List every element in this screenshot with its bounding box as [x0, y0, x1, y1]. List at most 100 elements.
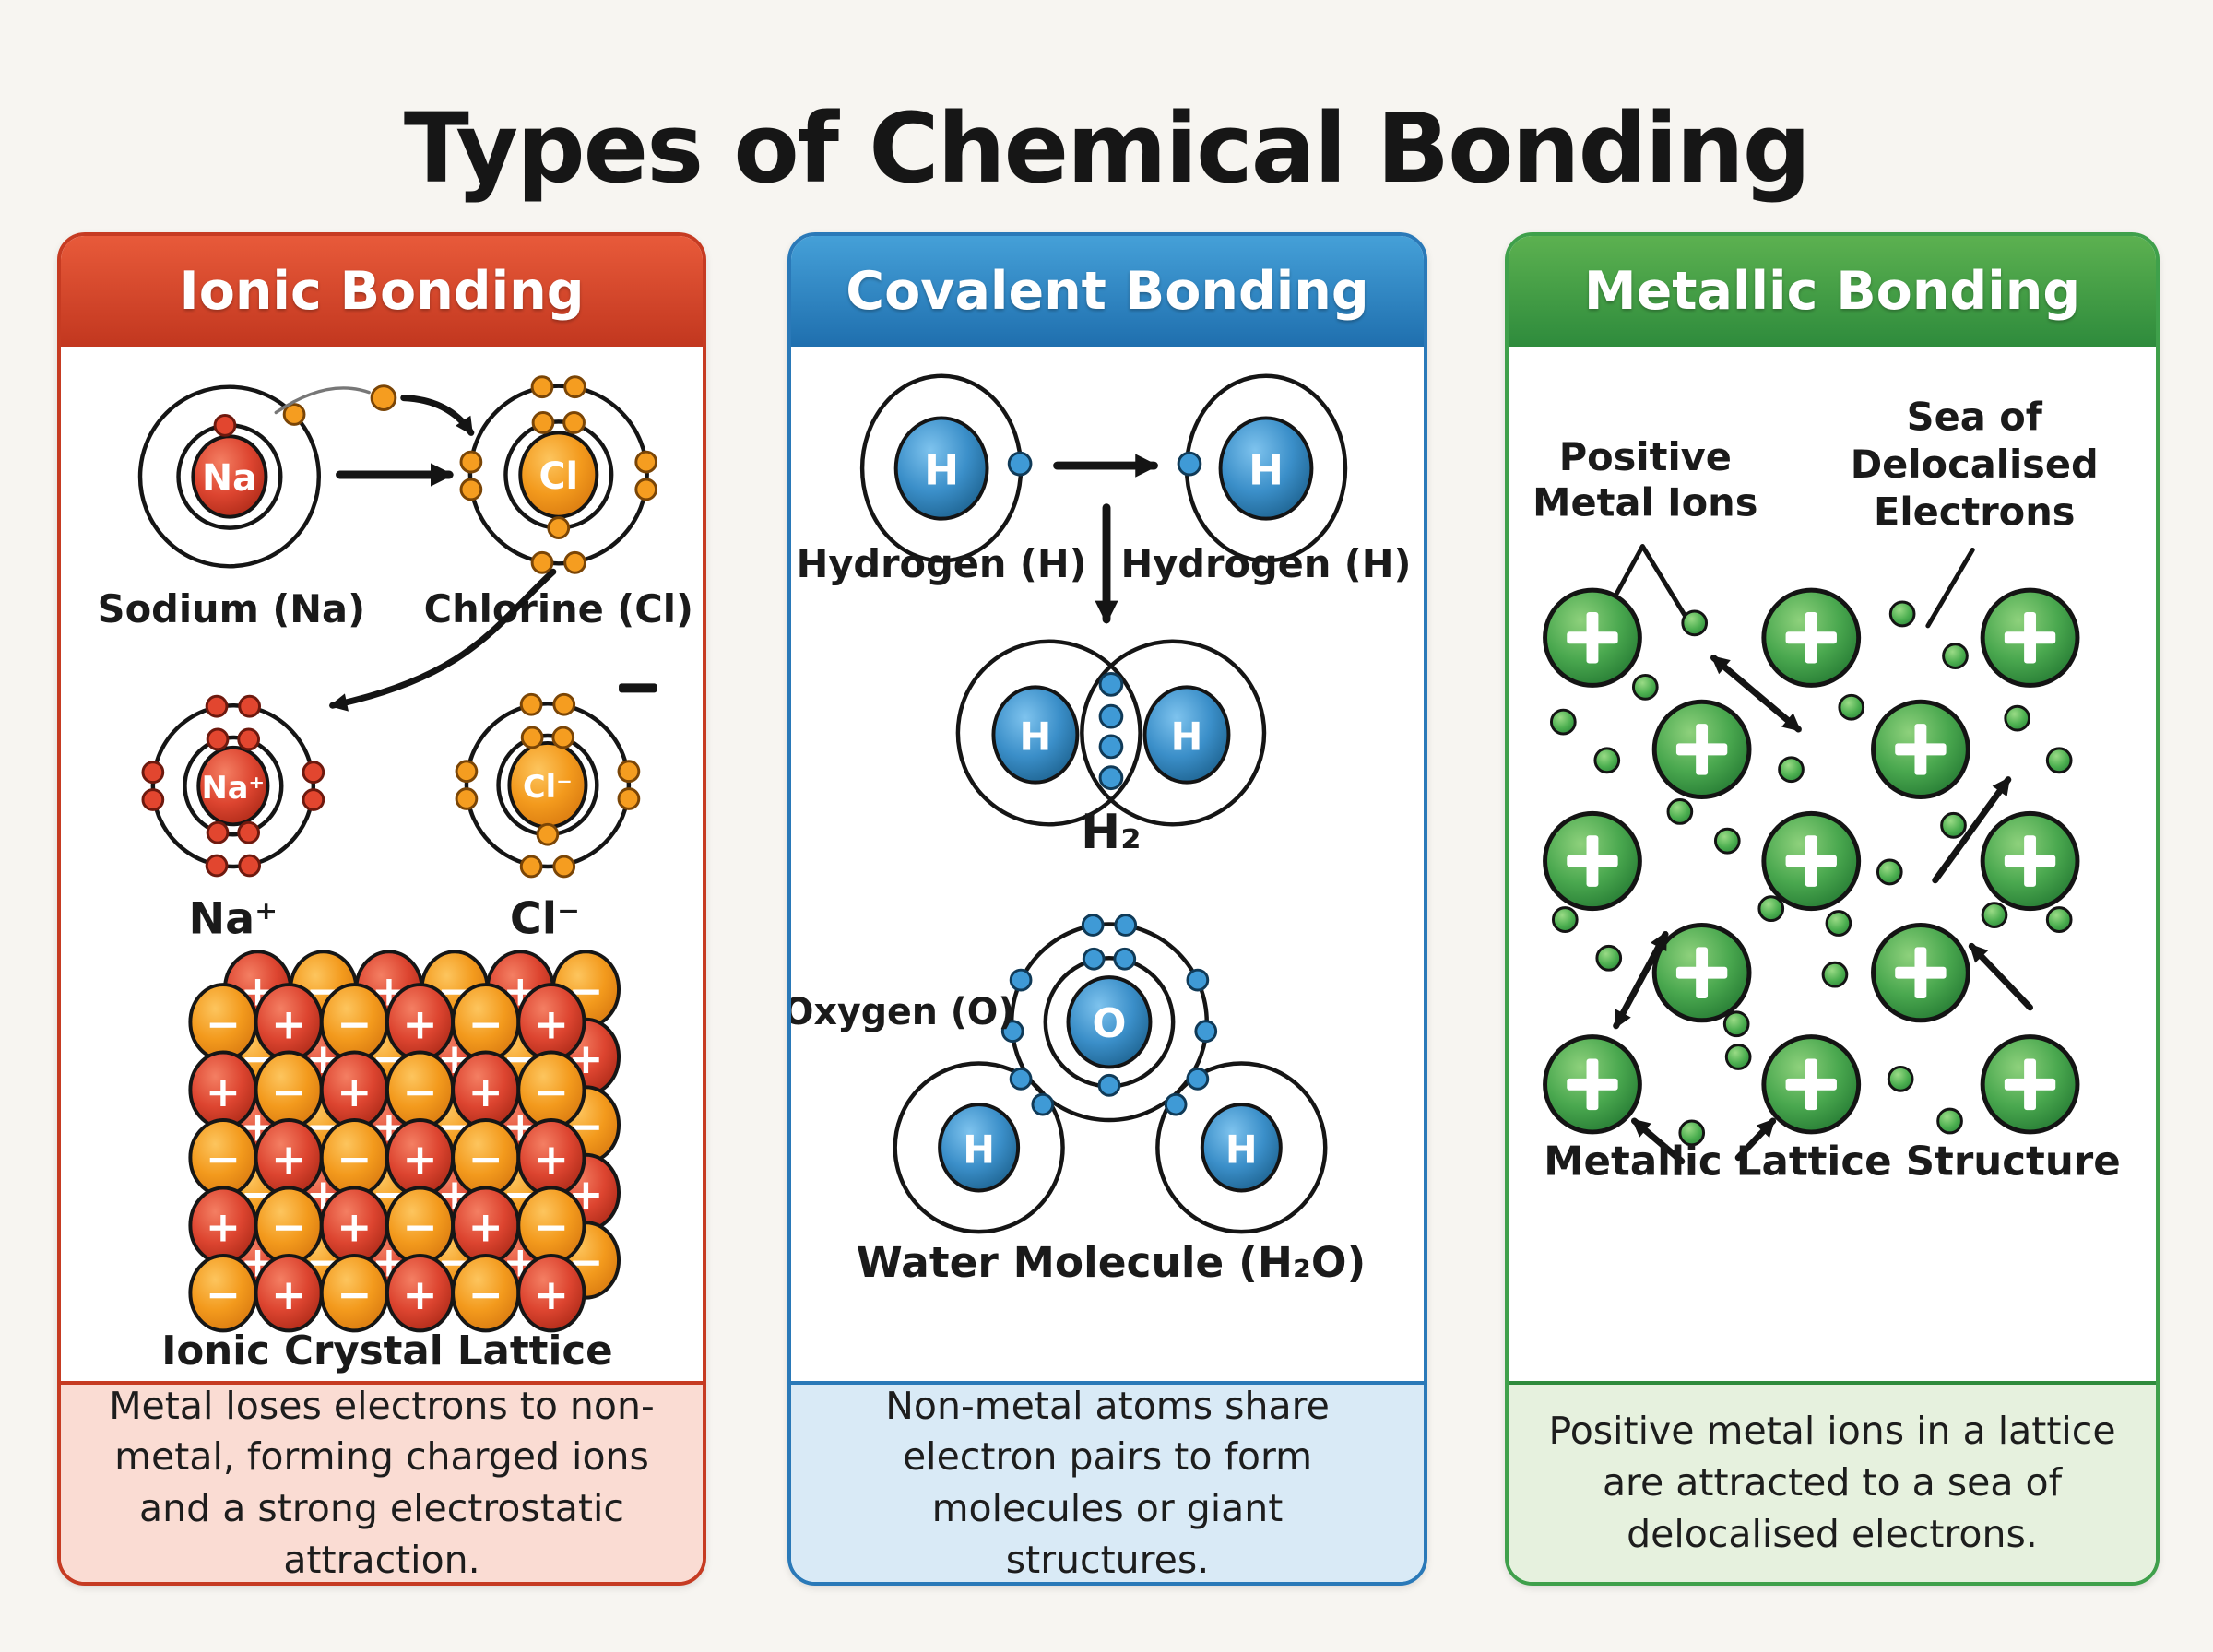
svg-text:−: − — [468, 1270, 503, 1319]
svg-text:−: − — [206, 1135, 241, 1184]
svg-text:+: + — [206, 1203, 241, 1252]
svg-text:Cl⁻: Cl⁻ — [523, 769, 573, 805]
svg-text:+: + — [337, 1203, 372, 1252]
sodium-ion-nucleus: Na⁺ — [196, 745, 270, 827]
h2-label: H₂ — [1081, 805, 1142, 860]
sea-label-line3: Electrons — [1874, 490, 2076, 535]
svg-text:Cl: Cl — [539, 455, 579, 498]
chloride-ion-electron — [551, 726, 575, 749]
sodium-ion-label: Na⁺ — [188, 893, 278, 944]
sodium-nucleus: Na — [191, 434, 268, 519]
svg-text:Metallic Lattice Structure: Metallic Lattice Structure — [1544, 1139, 2120, 1186]
water-label: Water Molecule (H₂O) — [857, 1238, 1367, 1287]
oxygen-electron — [1186, 968, 1210, 992]
shared-pair-electron — [1031, 1092, 1055, 1116]
svg-text:−: − — [534, 1203, 569, 1252]
svg-text:+: + — [534, 999, 569, 1048]
panel-metallic-footer: Positive metal ions in a lattice are att… — [1509, 1381, 2156, 1582]
chloride-ion-electron — [519, 692, 543, 716]
chlorine-label: Chlorine (Cl) — [424, 586, 693, 631]
svg-text:Electrons: Electrons — [1874, 490, 2076, 535]
svg-text:Oxygen (O): Oxygen (O) — [791, 991, 1014, 1033]
panel-metallic-title: Metallic Bonding — [1583, 261, 2081, 322]
sodium-ion-electron — [205, 694, 229, 718]
electron-trail — [274, 386, 371, 415]
h2-right-nucleus: H — [1142, 685, 1231, 785]
oxygen-electron — [1082, 947, 1106, 971]
positive-ions-pointer — [1614, 543, 1687, 618]
svg-text:−: − — [337, 1270, 372, 1319]
water-h-right-shell — [1155, 1061, 1328, 1234]
svg-text:H: H — [924, 445, 959, 494]
svg-text:+: + — [468, 1203, 503, 1252]
svg-text:−: − — [271, 1203, 306, 1252]
metal-ion-lattice — [1543, 587, 2080, 1135]
svg-text:−: − — [206, 1270, 241, 1319]
oxygen-electron — [1114, 914, 1138, 937]
chloride-ion-electron — [536, 822, 560, 846]
shared-pair-electron — [1164, 1092, 1188, 1116]
sodium-atom-outer-shell — [137, 384, 322, 569]
svg-text:H₂: H₂ — [1081, 805, 1142, 860]
metallic-lattice-label: Metallic Lattice Structure — [1544, 1139, 2120, 1186]
svg-text:Positive: Positive — [1559, 434, 1732, 479]
svg-text:+: + — [402, 999, 437, 1048]
sodium-ion-electron — [141, 761, 165, 785]
to-ions-arrow — [328, 568, 557, 712]
water-h-left-shell — [893, 1061, 1065, 1234]
chlorine-electron — [531, 411, 555, 434]
oxygen-electron — [1081, 914, 1105, 937]
chloride-ion-electron — [455, 787, 479, 810]
svg-text:Delocalised: Delocalised — [1851, 442, 2099, 487]
sodium-inner-electron — [213, 413, 237, 437]
svg-text:−: − — [337, 999, 372, 1048]
panel-ionic-footer-text: Metal loses electrons to non-metal, form… — [109, 1383, 655, 1582]
sodium-ion-inner-shell — [183, 735, 284, 837]
chlorine-electron — [459, 478, 483, 502]
electron-motion-arrow — [1630, 1117, 1686, 1165]
svg-text:Na: Na — [202, 457, 257, 500]
svg-text:−: − — [468, 999, 503, 1048]
positive-ions-label-line2: Metal Ions — [1533, 480, 1757, 525]
chlorine-electron — [562, 411, 586, 434]
svg-text:−: − — [402, 1068, 437, 1116]
chlorine-electron — [547, 516, 571, 540]
chlorine-nucleus: Cl — [518, 431, 599, 519]
h2-left-nucleus: H — [991, 685, 1080, 785]
sodium-valence-electron — [282, 403, 306, 426]
svg-text:H: H — [1020, 714, 1052, 759]
oxygen-electron — [1000, 1020, 1024, 1044]
chloride-ion-electron — [520, 726, 544, 749]
svg-text:H: H — [1171, 714, 1203, 759]
svg-text:+: + — [206, 1068, 241, 1116]
panel-covalent-footer-text: Non-metal atoms share electron pairs to … — [885, 1383, 1330, 1582]
svg-text:H: H — [963, 1127, 995, 1172]
svg-text:Na⁺: Na⁺ — [188, 893, 278, 944]
hydrogen1-nucleus: H — [893, 416, 989, 521]
electron-transfer-arrow — [400, 395, 475, 436]
oxygen-label: Oxygen (O) — [791, 991, 1014, 1033]
panel-covalent-header: Covalent Bonding — [791, 236, 1424, 347]
oxygen-electron — [1009, 968, 1033, 992]
electron-motion-arrow — [1932, 776, 2012, 884]
svg-text:+: + — [337, 1068, 372, 1116]
sea-label-line1: Sea of — [1907, 394, 2043, 439]
shared-electron — [1098, 671, 1124, 697]
shared-electron — [1098, 703, 1124, 729]
svg-text:H: H — [1249, 445, 1284, 494]
svg-text:Water Molecule (H₂O): Water Molecule (H₂O) — [857, 1238, 1367, 1287]
vibration-arrow — [1613, 930, 1669, 1030]
electron-motion-arrow — [1968, 942, 2034, 1011]
panel-covalent-footer: Non-metal atoms share electron pairs to … — [791, 1381, 1424, 1582]
chloride-ion-electron — [552, 855, 576, 879]
chloride-ion-outer-shell — [464, 702, 632, 869]
sodium-label: Sodium (Na) — [98, 586, 365, 631]
chloride-ion-label: Cl⁻ — [510, 893, 580, 944]
h2-right-shell — [1080, 639, 1267, 827]
